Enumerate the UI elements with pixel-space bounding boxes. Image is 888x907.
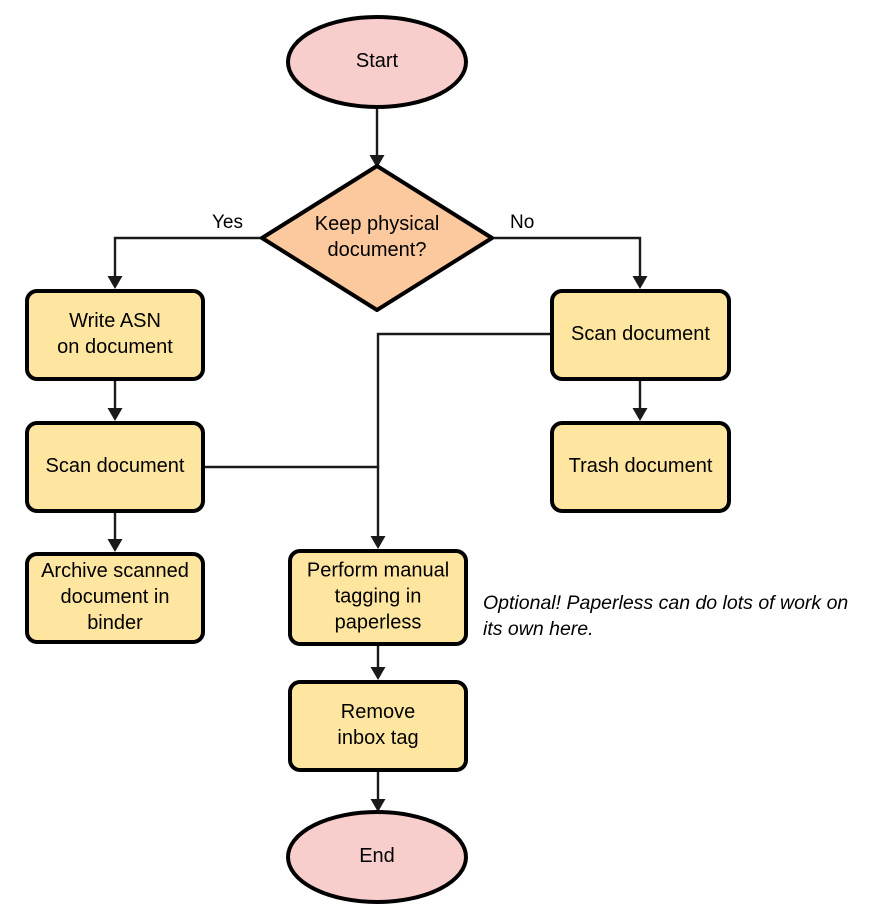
node-label-trash: Trash document (569, 455, 713, 477)
node-shape-rect[interactable] (25, 552, 205, 644)
node-scan-left[interactable]: Scan document (25, 421, 205, 513)
edge-remove-inbox-tag-to-end (370, 768, 386, 812)
edge-start-to-decision (369, 105, 385, 168)
edge-decision-no-to-scan-right: No (490, 212, 648, 289)
node-label-start: Start (356, 50, 399, 72)
edge-label-decision-yes-to-write-asn: Yes (212, 212, 243, 233)
node-scan-right[interactable]: Scan document (550, 289, 731, 381)
annotation-layer: Optional! Paperless can do lots of work … (483, 592, 848, 640)
node-shape-ellipse[interactable] (286, 810, 468, 904)
node-label-scan-left: Scan document (46, 455, 185, 477)
edge-layer: Yes No (107, 105, 648, 812)
node-shape-diamond[interactable] (260, 164, 494, 312)
edge-arrowhead (107, 276, 123, 289)
edge-arrowhead (369, 155, 385, 168)
edge-write-asn-to-scan-left (107, 377, 123, 421)
edge-decision-yes-to-write-asn: Yes (107, 212, 264, 289)
edge-arrowhead (370, 667, 386, 680)
node-trash[interactable]: Trash document (550, 421, 731, 513)
node-shape-rect[interactable] (550, 289, 731, 381)
edge-arrowhead (370, 536, 386, 549)
edge-scan-right-to-manual-tagging (370, 332, 554, 549)
node-shape-rect[interactable] (288, 680, 468, 772)
edge-line (376, 332, 554, 545)
node-label-end: End (359, 845, 395, 867)
edge-line (113, 236, 264, 285)
edge-arrowhead (632, 276, 648, 289)
edge-scan-right-to-trash (632, 377, 648, 421)
edge-scan-left-to-archive (107, 509, 123, 552)
node-end[interactable]: End (286, 810, 468, 904)
node-shape-rect[interactable] (25, 421, 205, 513)
node-label-scan-right: Scan document (571, 323, 710, 345)
edge-manual-tagging-to-remove-inbox-tag (370, 642, 386, 680)
edge-arrowhead (107, 408, 123, 421)
node-shape-rect[interactable] (288, 549, 468, 646)
node-start[interactable]: Start (286, 15, 468, 109)
edge-arrowhead (632, 408, 648, 421)
node-shape-ellipse[interactable] (286, 15, 468, 109)
node-shape-rect[interactable] (25, 289, 205, 381)
node-shape-rect[interactable] (550, 421, 731, 513)
edge-label-decision-no-to-scan-right: No (510, 212, 534, 233)
edge-arrowhead (107, 539, 123, 552)
edge-arrowhead (370, 799, 386, 812)
edge-line (490, 236, 642, 285)
annotation-optional-note: Optional! Paperless can do lots of work … (483, 592, 848, 640)
